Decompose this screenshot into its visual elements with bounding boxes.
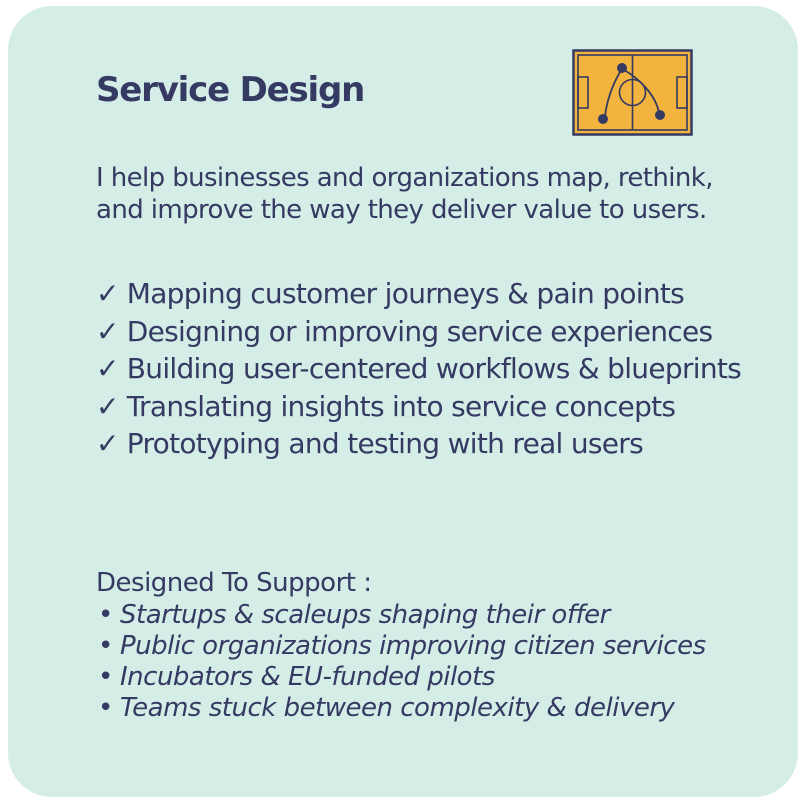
feature-text: Designing or improving service experienc…: [126, 314, 713, 348]
checkmark-icon: ✓: [96, 314, 119, 348]
intro-text: I help businesses and organizations map,…: [96, 163, 713, 225]
checkmark-icon: ✓: [96, 352, 119, 385]
football-field-strategy-icon: [572, 49, 693, 136]
checkmark-icon: ✓: [96, 389, 119, 423]
checkmark-icon: ✓: [96, 277, 119, 310]
audience-text: Teams stuck between complexity & deliver…: [120, 693, 675, 723]
bullet-icon: •: [98, 662, 113, 692]
list-item: •Teams stuck between complexity & delive…: [96, 693, 736, 724]
checkmark-icon: ✓: [96, 427, 119, 460]
audience-text: Startups & scaleups shaping their offer: [120, 600, 610, 630]
audience-text: Incubators & EU-funded pilots: [120, 662, 495, 692]
bullet-icon: •: [98, 600, 113, 630]
audience-text: Public organizations improving citizen s…: [120, 631, 706, 661]
feature-list: ✓Mapping customer journeys & pain points…: [96, 275, 746, 463]
list-item: ✓Translating insights into service conce…: [96, 388, 746, 426]
feature-text: Prototyping and testing with real users: [126, 427, 644, 460]
list-item: ✓Designing or improving service experien…: [96, 313, 746, 351]
feature-text: Translating insights into service concep…: [126, 389, 676, 423]
field-icon-graphic: [572, 49, 693, 136]
feature-text: Building user-centered workflows & bluep…: [126, 352, 742, 385]
card-title: Service Design: [96, 70, 365, 110]
bullet-icon: •: [98, 693, 113, 723]
list-item: •Incubators & EU-funded pilots: [96, 662, 736, 693]
support-heading: Designed To Support :: [96, 568, 372, 598]
list-item: •Public organizations improving citizen …: [96, 631, 736, 662]
feature-text: Mapping customer journeys & pain points: [126, 277, 685, 310]
audience-list: •Startups & scaleups shaping their offer…: [96, 600, 736, 724]
bullet-icon: •: [98, 631, 113, 661]
service-design-card: Service Design I help businesses and org…: [8, 6, 798, 797]
list-item: •Startups & scaleups shaping their offer: [96, 600, 736, 631]
list-item: ✓Building user-centered workflows & blue…: [96, 350, 746, 388]
list-item: ✓Prototyping and testing with real users: [96, 425, 746, 463]
list-item: ✓Mapping customer journeys & pain points: [96, 275, 746, 313]
